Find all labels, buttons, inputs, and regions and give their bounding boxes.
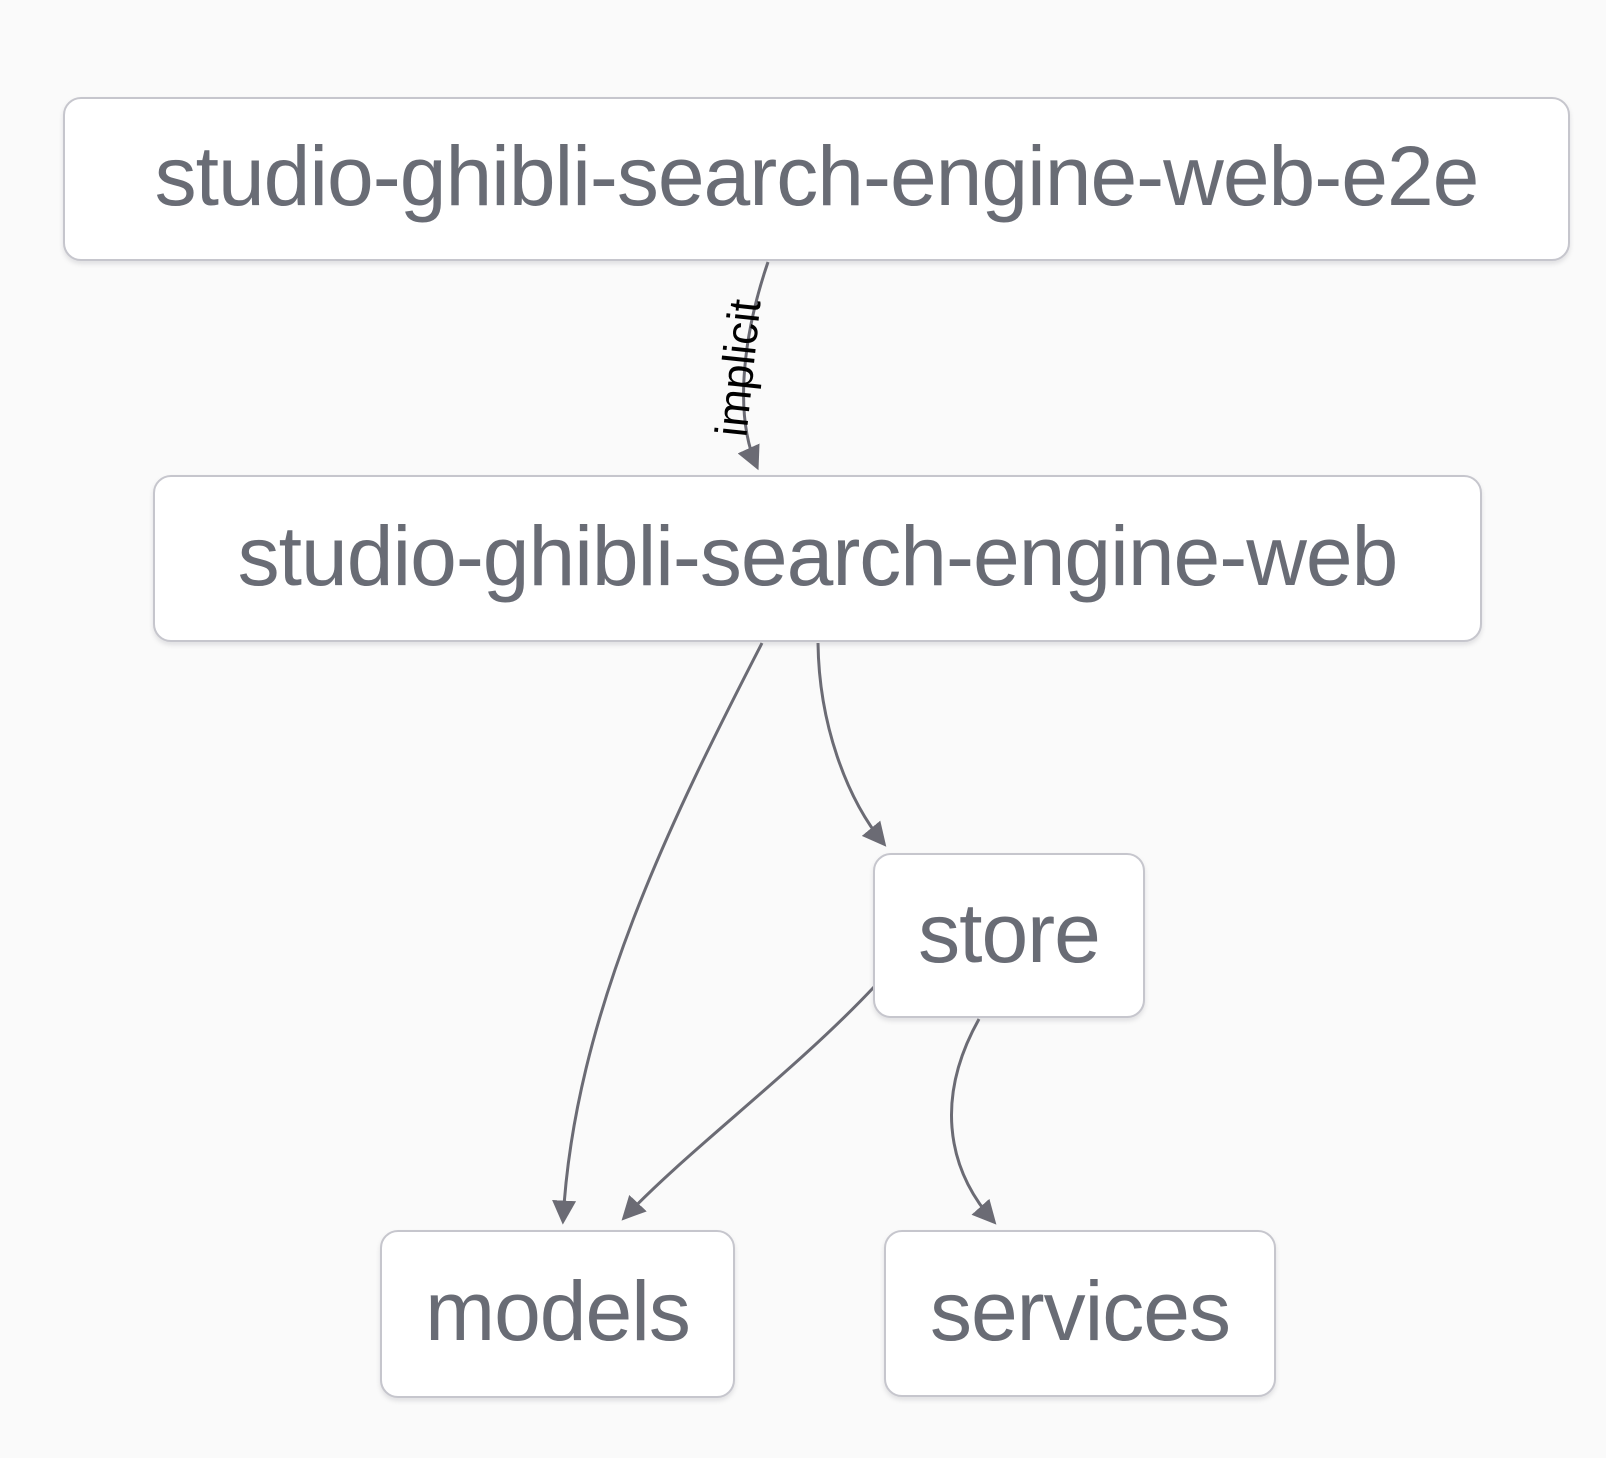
edge-store-to-services[interactable]: [950, 1018, 997, 1225]
edge-store-to-models[interactable]: [621, 985, 876, 1221]
node-label: store: [918, 885, 1101, 980]
node-studio-ghibli-search-engine-web-e2e[interactable]: studio-ghibli-search-engine-web-e2e: [63, 97, 1570, 261]
node-label: services: [929, 1263, 1231, 1358]
node-label: studio-ghibli-search-engine-web: [237, 508, 1399, 603]
edge-web-to-store[interactable]: [816, 642, 887, 847]
edge-e2e-to-web[interactable]: [737, 261, 770, 471]
node-label: models: [425, 1264, 691, 1358]
node-label: studio-ghibli-search-engine-web-e2e: [154, 129, 1480, 223]
node-studio-ghibli-search-engine-web[interactable]: studio-ghibli-search-engine-web: [153, 475, 1482, 642]
node-services[interactable]: services: [884, 1230, 1276, 1397]
node-store[interactable]: store: [873, 853, 1145, 1018]
edge-web-to-models[interactable]: [552, 642, 764, 1225]
node-models[interactable]: models: [380, 1230, 735, 1398]
